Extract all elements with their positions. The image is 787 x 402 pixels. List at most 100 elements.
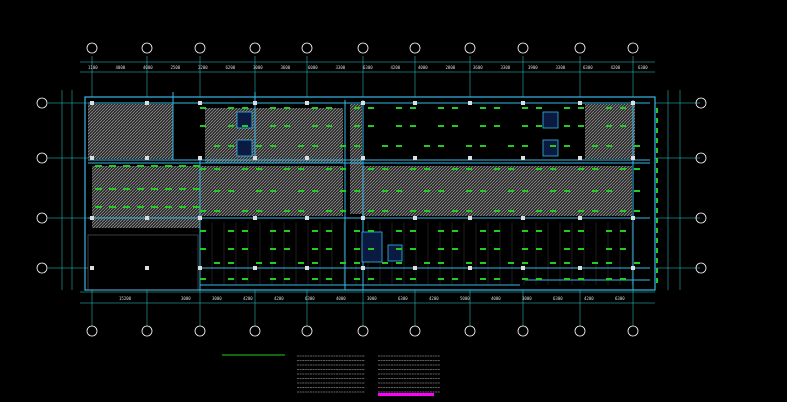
beam-mark — [109, 188, 116, 190]
beam-mark — [410, 125, 416, 127]
beam-mark — [550, 262, 556, 264]
bottom-dimension-label: 4000 — [336, 296, 346, 301]
grid-bubble — [357, 42, 369, 54]
grid-bubble — [695, 212, 707, 224]
beam-mark — [396, 125, 402, 127]
grid-bubble — [249, 42, 261, 54]
slab-0 — [88, 104, 173, 159]
beam-mark — [438, 107, 444, 109]
beam-mark — [242, 168, 248, 170]
beam-mark — [424, 190, 430, 192]
beam-mark — [656, 238, 658, 243]
beam-mark — [564, 278, 570, 280]
beam-mark — [396, 107, 402, 109]
beam-mark — [606, 190, 612, 192]
beam-mark — [298, 168, 304, 170]
beam-mark — [656, 268, 658, 273]
top-dimension-label: 4000 — [116, 65, 126, 70]
beam-mark — [592, 190, 598, 192]
column — [468, 216, 472, 220]
beam-mark — [95, 206, 102, 208]
beam-mark — [270, 230, 276, 232]
beam-mark — [326, 168, 332, 170]
grid-bubble — [86, 325, 98, 337]
beam-mark — [620, 230, 626, 232]
beam-mark — [256, 210, 262, 212]
beam-mark — [606, 125, 612, 127]
beam-mark — [242, 210, 248, 212]
beam-mark — [382, 262, 388, 264]
beam-mark — [480, 190, 486, 192]
beam-mark — [494, 210, 500, 212]
top-dimension-label: 4200 — [611, 65, 621, 70]
beam-mark — [410, 210, 416, 212]
bottom-dimension-label: 4200 — [243, 296, 253, 301]
beam-mark — [298, 262, 304, 264]
beam-mark — [508, 145, 514, 147]
beam-mark — [564, 125, 570, 127]
top-dimension-label: 6000 — [308, 65, 318, 70]
beam-mark — [592, 145, 598, 147]
slab-2 — [205, 108, 343, 163]
grid-bubble — [194, 42, 206, 54]
beam-mark — [564, 262, 570, 264]
column — [521, 266, 525, 270]
beam-mark — [312, 278, 318, 280]
top-dimension-label: 4000 — [418, 65, 428, 70]
beam-mark — [256, 168, 262, 170]
beam-mark — [242, 278, 248, 280]
beam-mark — [480, 278, 486, 280]
shaft-1 — [236, 139, 253, 157]
beam-mark — [634, 190, 640, 192]
beam-mark — [396, 190, 402, 192]
grid-bubble — [464, 325, 476, 337]
grid-bubble — [409, 325, 421, 337]
beam-mark — [606, 230, 612, 232]
column — [468, 101, 472, 105]
lower-left-area — [87, 234, 199, 291]
beam-mark — [123, 188, 130, 190]
grid-bubble — [194, 325, 206, 337]
column — [631, 216, 635, 220]
beam-mark — [312, 230, 318, 232]
beam-mark — [578, 230, 584, 232]
beam-mark — [298, 210, 304, 212]
outer-wall — [84, 96, 656, 291]
beam-mark — [656, 278, 658, 283]
column — [90, 101, 94, 105]
column — [361, 156, 365, 160]
grid-bubble — [627, 325, 639, 337]
beam-mark — [466, 168, 472, 170]
beam-mark — [270, 278, 276, 280]
top-dimension-label: 3300 — [556, 65, 566, 70]
beam-mark — [550, 190, 556, 192]
column — [145, 266, 149, 270]
beam-mark — [151, 188, 158, 190]
grid-bubble — [695, 152, 707, 164]
column — [578, 266, 582, 270]
beam-mark — [396, 278, 402, 280]
column — [578, 101, 582, 105]
column — [145, 101, 149, 105]
beam-mark — [494, 230, 500, 232]
beam-mark — [564, 145, 570, 147]
beam-mark — [410, 248, 416, 250]
beam-mark — [466, 262, 472, 264]
column — [468, 266, 472, 270]
beam-mark — [200, 125, 206, 127]
bottom-dimension-label: 3000 — [367, 296, 377, 301]
top-dimension-label: 3900 — [528, 65, 538, 70]
bottom-dimension-label: 6300 — [398, 296, 408, 301]
beam-mark — [270, 145, 276, 147]
beam-mark — [123, 206, 130, 208]
beam-mark — [656, 148, 658, 153]
slab-5 — [585, 104, 635, 159]
column — [198, 216, 202, 220]
note-highlight — [378, 393, 434, 396]
slab-6 — [350, 104, 362, 214]
beam-mark — [466, 145, 472, 147]
grid-bubble — [141, 42, 153, 54]
beam-mark — [480, 107, 486, 109]
top-dimension-label: 6200 — [226, 65, 236, 70]
